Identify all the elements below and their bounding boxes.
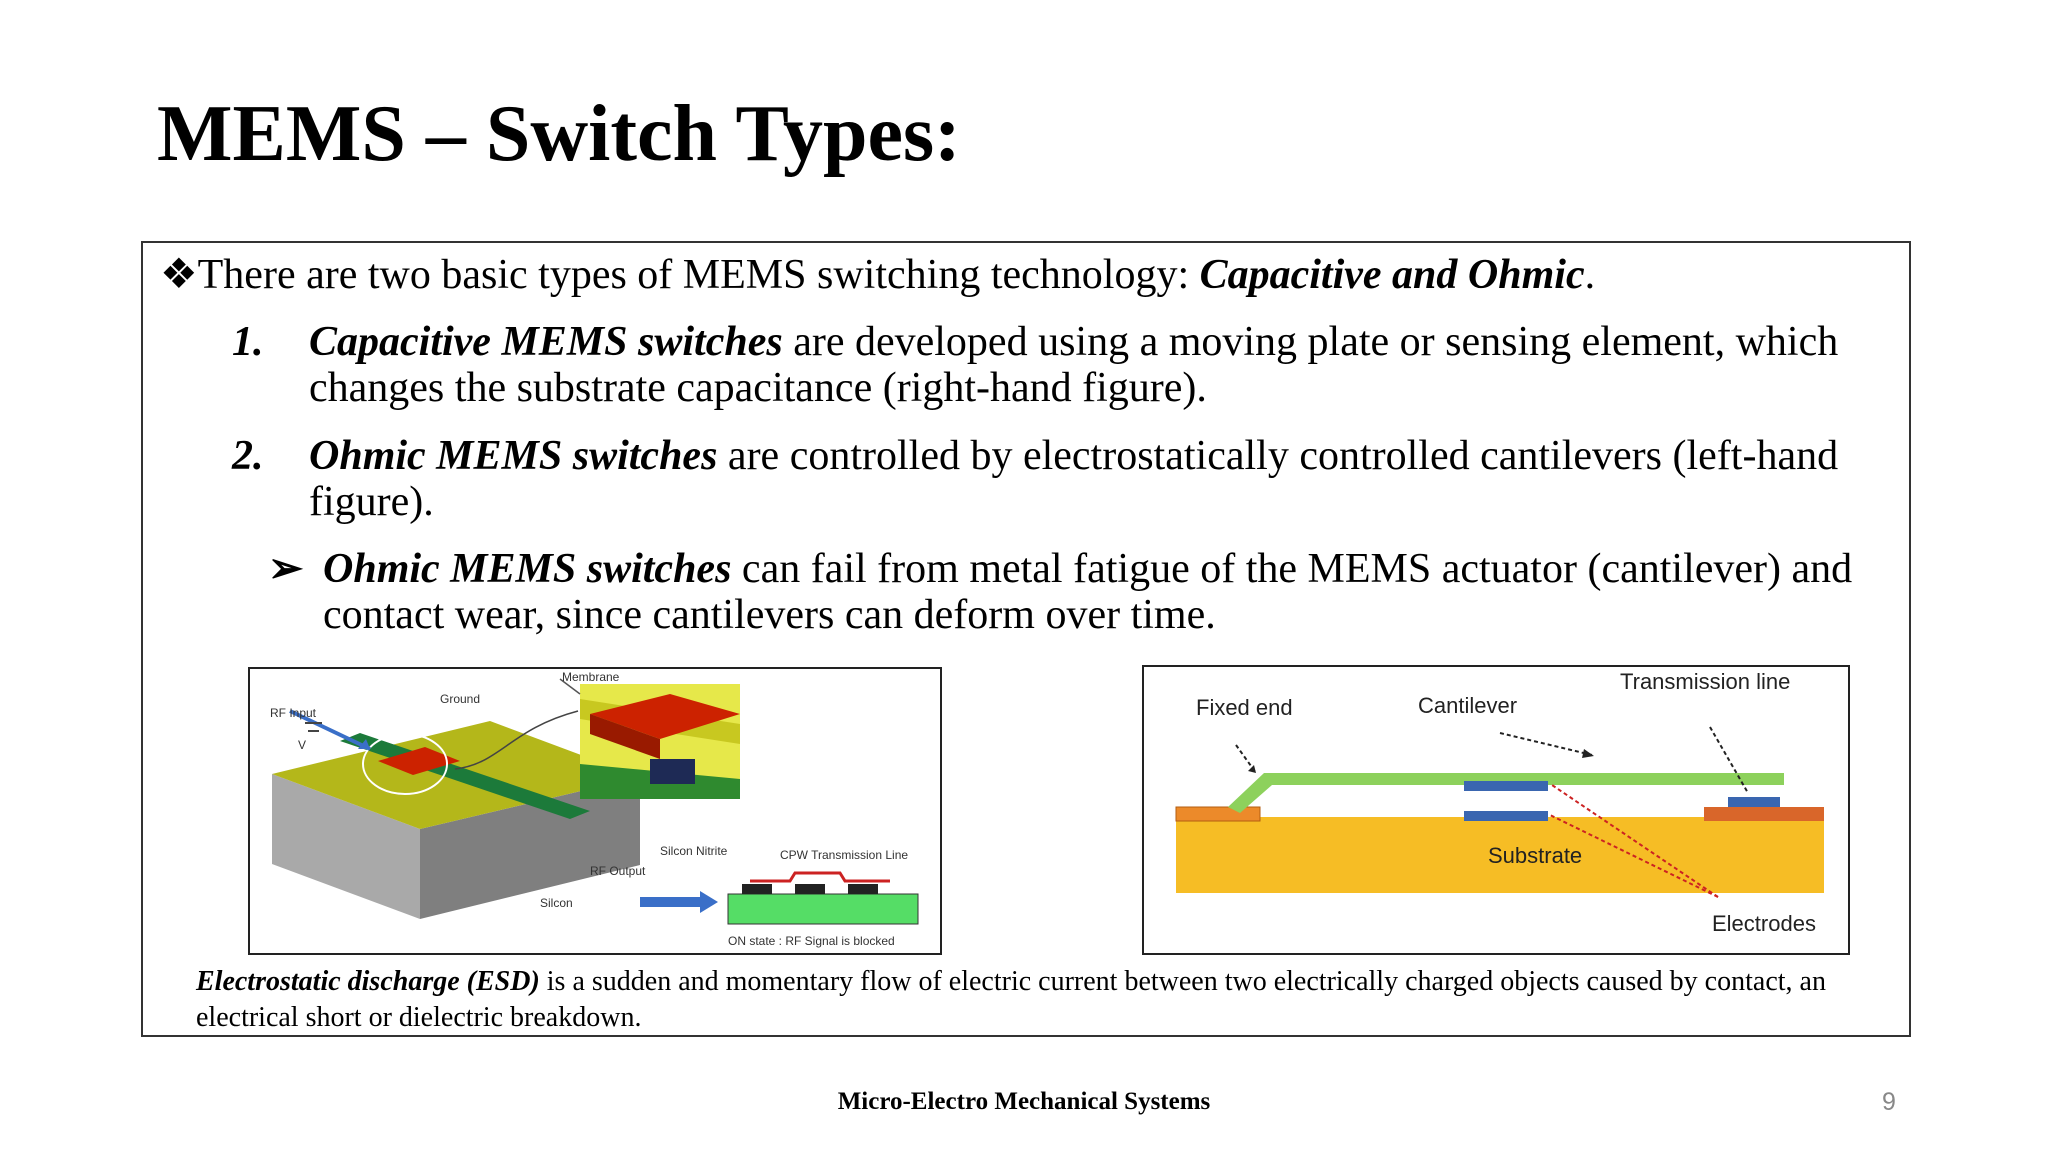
electrodes-pointer-top bbox=[1551, 784, 1719, 898]
contact-electrode bbox=[1728, 797, 1780, 807]
substrate-block bbox=[1176, 817, 1824, 893]
item-1-line-1: Capacitive MEMS switches are developed u… bbox=[309, 319, 1838, 365]
rf-input-arrow bbox=[289, 709, 371, 751]
label-fixed-end: Fixed end bbox=[1196, 695, 1293, 720]
page-number: 9 bbox=[1882, 1088, 1896, 1116]
highlight-circle bbox=[362, 733, 448, 795]
rf-output-arrow bbox=[640, 897, 700, 907]
upper-electrode bbox=[1464, 781, 1548, 791]
rf-input-arrowhead bbox=[358, 739, 370, 749]
label-silicon: Silcon bbox=[540, 896, 573, 910]
fixed-end-anchor bbox=[1175, 806, 1261, 822]
label-rf-input: RF Input bbox=[270, 706, 317, 720]
footer-text: Micro-Electro Mechanical Systems bbox=[837, 1088, 1211, 1115]
membrane-patch bbox=[378, 747, 460, 775]
item-2-text: are controlled by electrostatically cont… bbox=[717, 433, 1839, 479]
sub-bullet-line-1: Ohmic MEMS switches can fail from metal … bbox=[323, 546, 1852, 592]
electrodes-pointer-bottom bbox=[1549, 814, 1719, 898]
label-rf-output: RF Output bbox=[590, 864, 646, 878]
intro-emphasis: Capacitive and Ohmic bbox=[1199, 252, 1585, 298]
item-2-line-1: Ohmic MEMS switches are controlled by el… bbox=[309, 433, 1838, 479]
label-cantilever: Cantilever bbox=[1418, 693, 1517, 718]
diamond-bullet-icon: ❖ bbox=[160, 252, 198, 298]
label-membrane: Membrane bbox=[562, 670, 620, 684]
item-1-number: 1. bbox=[232, 319, 264, 365]
esd-definition: is a sudden and momentary flow of electr… bbox=[196, 966, 1826, 1033]
cantilever-switch-figure: Fixed end Cantilever Transmission line S… bbox=[1142, 665, 1850, 955]
esd-note: Electrostatic discharge (ESD) is a sudde… bbox=[196, 964, 1876, 1036]
lower-electrode bbox=[1464, 811, 1548, 821]
content-box bbox=[141, 241, 1911, 1037]
label-silicon-nitrite: Silcon Nitrite bbox=[660, 844, 728, 858]
intro-end: . bbox=[1584, 252, 1596, 298]
item-1-line-2: changes the substrate capacitance (right… bbox=[309, 365, 1207, 411]
label-v: V bbox=[298, 738, 306, 752]
intro-bullet: ❖There are two basic types of MEMS switc… bbox=[160, 252, 1595, 298]
label-transmission-line: Transmission line bbox=[1620, 669, 1790, 694]
label-substrate: Substrate bbox=[1488, 843, 1582, 868]
label-electrodes: Electrodes bbox=[1712, 911, 1816, 936]
item-2-line-2: figure). bbox=[309, 479, 434, 525]
transmission-line-pad bbox=[1704, 807, 1824, 821]
item-2-number: 2. bbox=[232, 433, 264, 479]
cross-section-membrane bbox=[750, 871, 890, 883]
sub-bullet-text: can fail from metal fatigue of the MEMS … bbox=[731, 546, 1853, 592]
cantilever-beam bbox=[1228, 773, 1784, 813]
connector-curve bbox=[454, 710, 579, 770]
item-1-text: are developed using a moving plate or se… bbox=[782, 319, 1839, 365]
capacitive-switch-diagram: Membrane Ground RF Input V Silcon Nitrit… bbox=[270, 670, 919, 948]
label-on-state: ON state : RF Signal is blocked bbox=[728, 934, 895, 948]
intro-text: There are two basic types of MEMS switch… bbox=[197, 252, 1200, 298]
cross-section-substrate bbox=[727, 893, 919, 925]
cantilever-switch-diagram: Fixed end Cantilever Transmission line S… bbox=[1175, 669, 1824, 936]
arrow-bullet-icon: ➢ bbox=[268, 546, 304, 592]
label-ground: Ground bbox=[440, 692, 480, 706]
item-2-emphasis: Ohmic MEMS switches bbox=[309, 433, 718, 479]
transmission-line-pointer bbox=[1709, 726, 1749, 794]
item-1-emphasis: Capacitive MEMS switches bbox=[309, 319, 783, 365]
esd-term: Electrostatic discharge (ESD) bbox=[196, 966, 540, 997]
capacitive-switch-figure: Membrane Ground RF Input V Silcon Nitrit… bbox=[248, 667, 942, 955]
block-left-face bbox=[272, 774, 420, 919]
sub-bullet-line-2: contact wear, since cantilevers can defo… bbox=[323, 592, 1216, 638]
cantilever-pointer bbox=[1499, 732, 1593, 756]
label-cpw: CPW Transmission Line bbox=[780, 848, 908, 862]
sub-bullet-emphasis: Ohmic MEMS switches bbox=[323, 546, 732, 592]
slide-title: MEMS – Switch Types: bbox=[157, 90, 961, 178]
